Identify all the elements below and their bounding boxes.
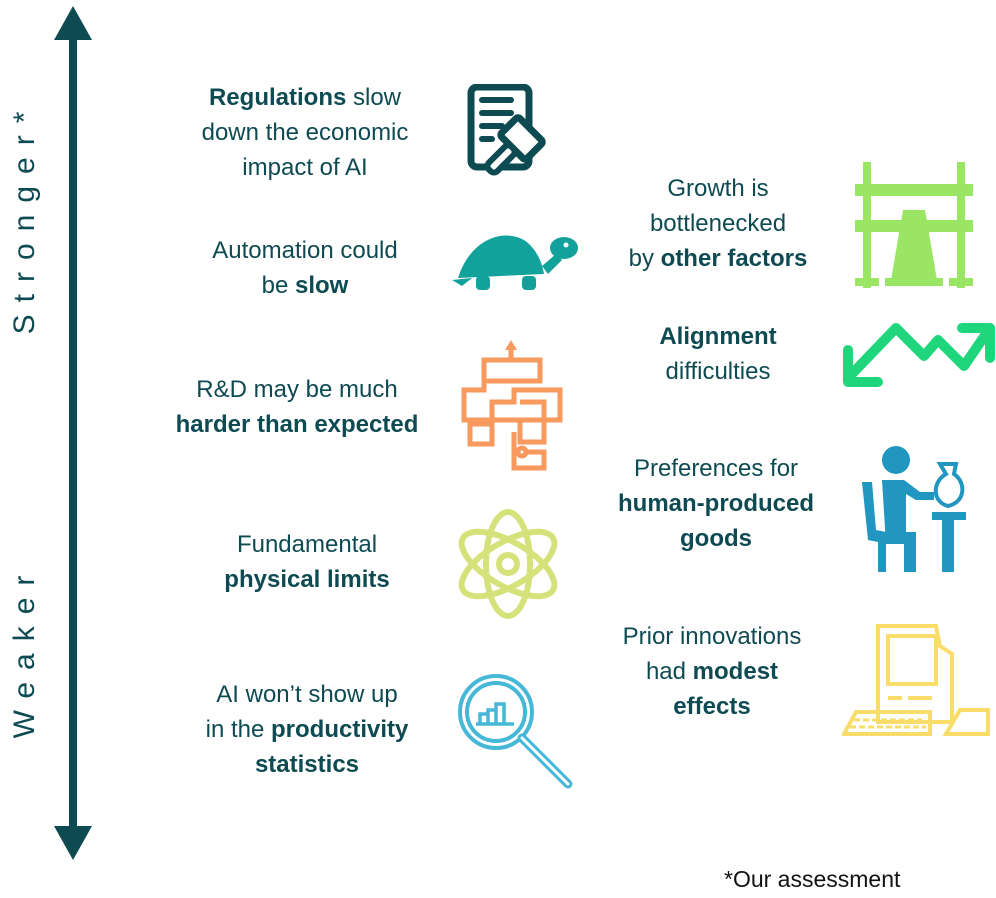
left-item-2: R&D may be much harder than expected (176, 372, 419, 442)
barrier-cone-icon (855, 162, 973, 288)
text-segment: in the (205, 716, 272, 743)
text-line: goods (618, 521, 814, 556)
axis-bottom-label: Weaker (8, 563, 41, 739)
left-item-0: Regulations slow down the economic impact … (202, 80, 409, 185)
text-line: R&D may be much (176, 372, 419, 407)
text-segment: impact of AI (242, 154, 368, 181)
emphasis-text: slow (295, 272, 349, 299)
text-line: down the economic (202, 115, 409, 150)
text-segment: Prior innovations (622, 623, 802, 650)
zigzag-arrows-icon (843, 323, 995, 387)
text-line: effects (623, 689, 802, 724)
emphasis-text: physical limits (224, 566, 390, 593)
text-line: Growth is (629, 171, 808, 206)
text-segment: difficulties (665, 358, 771, 385)
text-segment: Preferences for (633, 455, 799, 482)
vintage-computer-icon (842, 624, 990, 736)
text-line: bottlenecked (629, 206, 808, 241)
emphasis-text: Alignment (659, 323, 777, 350)
left-item-1: Automation could be slow (212, 233, 397, 303)
right-item-3: Prior innovations had modest effects (623, 619, 802, 724)
text-line: Preferences for (618, 451, 814, 486)
left-item-4: AI won’t show up in the productivity stati… (206, 677, 409, 782)
strength-axis-arrow (54, 6, 92, 860)
text-line: in the productivity (206, 712, 409, 747)
text-line: Regulations slow (202, 80, 409, 115)
text-line: difficulties (659, 354, 776, 389)
regulation-gavel-icon (467, 84, 546, 176)
text-line: be slow (212, 268, 397, 303)
text-segment: be (261, 272, 296, 299)
right-item-2: Preferences for human-produced goods (618, 451, 814, 556)
text-segment: had (645, 658, 693, 685)
text-line: AI won’t show up (206, 677, 409, 712)
emphasis-text: productivity (271, 716, 409, 743)
emphasis-text: harder than expected (175, 411, 419, 438)
magnifier-chart-icon (458, 674, 573, 789)
text-segment: Growth is (667, 175, 769, 202)
atom-icon (458, 509, 558, 619)
text-line: human-produced (618, 486, 814, 521)
text-line: by other factors (629, 241, 808, 276)
potter-artisan-icon (862, 446, 966, 572)
text-segment: slow (346, 84, 402, 111)
emphasis-text: Regulations (208, 84, 347, 111)
right-item-0: Growth is bottlenecked by other factors (629, 171, 808, 276)
text-segment: bottlenecked (649, 210, 787, 237)
text-line: Prior innovations (623, 619, 802, 654)
right-item-1: Alignment difficulties (659, 319, 776, 389)
text-segment: Fundamental (236, 531, 378, 558)
text-line: harder than expected (176, 407, 419, 442)
text-segment: R&D may be much (196, 376, 398, 403)
turtle-icon (452, 235, 578, 290)
emphasis-text: other factors (660, 245, 808, 272)
axis-top-label: Stronger* (8, 99, 41, 335)
text-line: Automation could (212, 233, 397, 268)
text-line: Alignment (659, 319, 776, 354)
text-line: impact of AI (202, 150, 409, 185)
emphasis-text: effects (673, 693, 751, 720)
emphasis-text: modest (692, 658, 779, 685)
text-segment: AI won’t show up (216, 681, 398, 708)
text-line: physical limits (224, 562, 389, 597)
text-line: had modest (623, 654, 802, 689)
left-item-3: Fundamental physical limits (224, 527, 389, 597)
emphasis-text: human-produced (618, 490, 814, 517)
footnote: *Our assessment (724, 866, 901, 892)
text-segment: Automation could (212, 237, 398, 264)
maze-path-icon (461, 340, 563, 471)
text-segment: by (628, 245, 661, 272)
text-segment: down the economic (201, 119, 409, 146)
emphasis-text: goods (680, 525, 752, 552)
text-line: Fundamental (224, 527, 389, 562)
emphasis-text: statistics (254, 751, 360, 778)
text-line: statistics (206, 747, 409, 782)
